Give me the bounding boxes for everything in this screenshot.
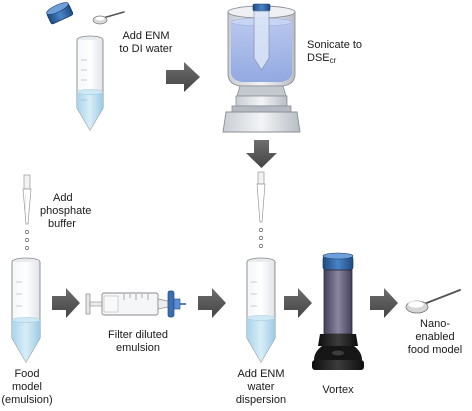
- step-vortex-label: Vortex: [313, 384, 363, 397]
- food-model-tube-icon: [11, 257, 41, 363]
- tube-cap-icon: [46, 2, 74, 25]
- step-add-buffer-label: Add phosphate buffer: [40, 192, 120, 231]
- step-result-line1: Nano-: [420, 318, 450, 330]
- dse-subscript: cr: [329, 56, 337, 65]
- dispersion-tube-icon: [246, 257, 276, 363]
- step-food-model-line1: Food: [14, 368, 40, 380]
- arrow-down-icon: [246, 140, 277, 168]
- step-add-enm-line2: to DI water: [119, 43, 173, 55]
- arrow-right-icon: [370, 288, 398, 318]
- step-add-enm-line1: Add ENM: [122, 30, 170, 42]
- step-filter-line2: emulsion: [115, 342, 161, 354]
- step-food-model-label: Food model (emulsion): [0, 368, 54, 407]
- step-sonicate-line2: DSEcr: [307, 52, 397, 65]
- droplets-icon: [25, 230, 29, 250]
- syringe-filter-icon: [85, 290, 186, 318]
- arrow-right-icon: [166, 62, 200, 92]
- step-add-dispersion-line1: Add ENM: [237, 368, 285, 380]
- step-result-line2: enabled: [415, 331, 455, 343]
- step-result-label: Nano- enabled food model: [402, 318, 468, 357]
- step-filter-line1: Filter diluted: [108, 329, 168, 341]
- spatula-icon: [92, 11, 125, 25]
- droplets-icon: [259, 228, 263, 248]
- step-filter-label: Filter diluted emulsion: [96, 329, 180, 355]
- step-food-model-line3: (emulsion): [1, 394, 53, 406]
- step-add-dispersion-line2: water: [247, 381, 275, 393]
- pipette-tip-icon: [256, 171, 266, 223]
- arrow-right-icon: [198, 288, 226, 318]
- step-sonicate-label: Sonicate to DSEcr: [307, 39, 397, 65]
- step-add-dispersion-line3: dispersion: [235, 394, 287, 406]
- step-sonicate-line1: Sonicate to: [307, 39, 363, 51]
- step-food-model-line2: model: [12, 381, 42, 393]
- step-add-buffer-line2: phosphate: [40, 205, 92, 217]
- arrow-right-icon: [52, 288, 80, 318]
- spatula-icon: [405, 289, 461, 314]
- open-tube-icon: [76, 35, 104, 131]
- pipette-tip-icon: [22, 174, 32, 225]
- step-add-enm-label: Add ENM to DI water: [116, 30, 176, 56]
- step-result-line3: food model: [407, 344, 463, 356]
- arrow-right-icon: [284, 288, 312, 318]
- dse-text: DSE: [307, 52, 330, 64]
- step-add-buffer-line1: Add: [53, 192, 73, 204]
- sonicator-icon: [222, 3, 301, 133]
- step-add-buffer-line3: buffer: [48, 218, 76, 230]
- step-vortex-text: Vortex: [322, 384, 354, 396]
- step-add-dispersion-label: Add ENM water dispersion: [226, 368, 296, 407]
- vortex-mixer-icon: [312, 252, 364, 370]
